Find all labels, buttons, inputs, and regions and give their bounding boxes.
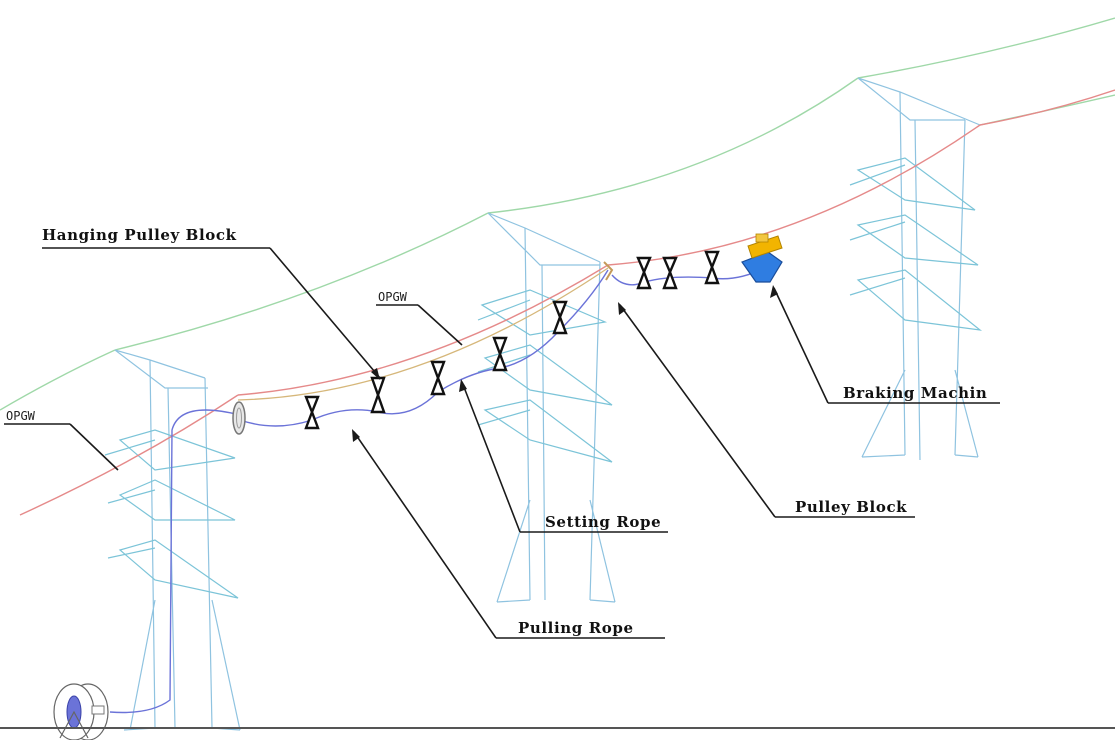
leader-opgw-left	[69, 423, 119, 471]
arrowhead-icon	[371, 368, 380, 380]
pulley-block-icon	[552, 300, 568, 335]
label-braking-machine: Braking Machin	[843, 384, 987, 402]
label-opgw-upper: OPGW	[378, 290, 408, 304]
earth-wire-right-upper	[857, 17, 1115, 79]
cable-drum-icon	[53, 683, 109, 740]
pulley-block-icon	[430, 360, 446, 396]
pulling-rope-span-1	[239, 269, 609, 427]
setting-rope	[237, 267, 609, 401]
callout-hanging-pulley-block: Hanging Pulley Block	[42, 226, 381, 380]
pulley-block-icon	[492, 336, 508, 372]
leader-hanging-pulley-block	[269, 247, 381, 379]
leader-opgw-upper	[417, 304, 463, 346]
label-hanging-pulley-block: Hanging Pulley Block	[42, 226, 237, 244]
callout-pulling-rope: Pulling Rope	[352, 429, 665, 639]
leader-setting-rope	[461, 381, 521, 533]
pulling-rope-down-tower	[109, 409, 241, 714]
opgw-span-1	[237, 264, 609, 396]
label-opgw-left: OPGW	[6, 409, 36, 423]
callout-setting-rope: Setting Rope	[459, 379, 668, 533]
tower-middle	[477, 212, 616, 603]
callout-opgw-left: OPGW	[4, 409, 119, 471]
opgw-right-end	[979, 89, 1115, 126]
tower-right	[849, 77, 983, 461]
tower-middle-arms	[477, 289, 613, 463]
callout-opgw-upper: OPGW	[376, 290, 463, 346]
tower-right-body	[857, 77, 981, 461]
arrowhead-icon	[459, 379, 467, 392]
earth-wires	[0, 17, 1115, 411]
callout-pulley-block: Pulley Block	[618, 302, 915, 518]
earth-wire-span-2	[487, 77, 859, 214]
callout-braking-machine: Braking Machin	[770, 285, 1000, 404]
tower-middle-body	[487, 212, 616, 603]
end-clamp-icon	[232, 401, 246, 435]
tower-right-arms	[849, 157, 983, 331]
pulley-block-icon	[704, 250, 720, 285]
arrowhead-icon	[618, 302, 626, 315]
opgw-span-2	[607, 124, 981, 266]
earth-wire-left	[0, 349, 116, 411]
pulley-block-icon	[662, 256, 678, 290]
opgw-cable	[19, 89, 1115, 516]
earth-wire-span-1	[114, 212, 489, 351]
leader-braking-machine	[773, 287, 829, 404]
label-setting-rope: Setting Rope	[545, 513, 661, 531]
hanger-middle-tower	[603, 261, 614, 281]
label-pulling-rope: Pulling Rope	[518, 619, 634, 637]
tower-left-arms	[104, 429, 239, 599]
label-pulley-block: Pulley Block	[795, 498, 907, 516]
tower-left-body	[114, 349, 241, 731]
pulling-rope	[109, 264, 771, 714]
leader-pulling-rope	[353, 431, 497, 639]
pulley-block-icon	[636, 256, 652, 290]
pulley-block-icon	[370, 376, 386, 414]
opgw-left-run	[19, 394, 239, 516]
braking-machine-icon	[741, 233, 783, 283]
pulley-blocks	[304, 250, 720, 430]
arrowhead-icon	[770, 285, 778, 298]
leader-pulley-block	[619, 304, 776, 518]
arrowhead-icon	[352, 429, 360, 442]
pulley-block-icon	[304, 395, 320, 430]
pulling-rope-span-2	[611, 264, 771, 286]
